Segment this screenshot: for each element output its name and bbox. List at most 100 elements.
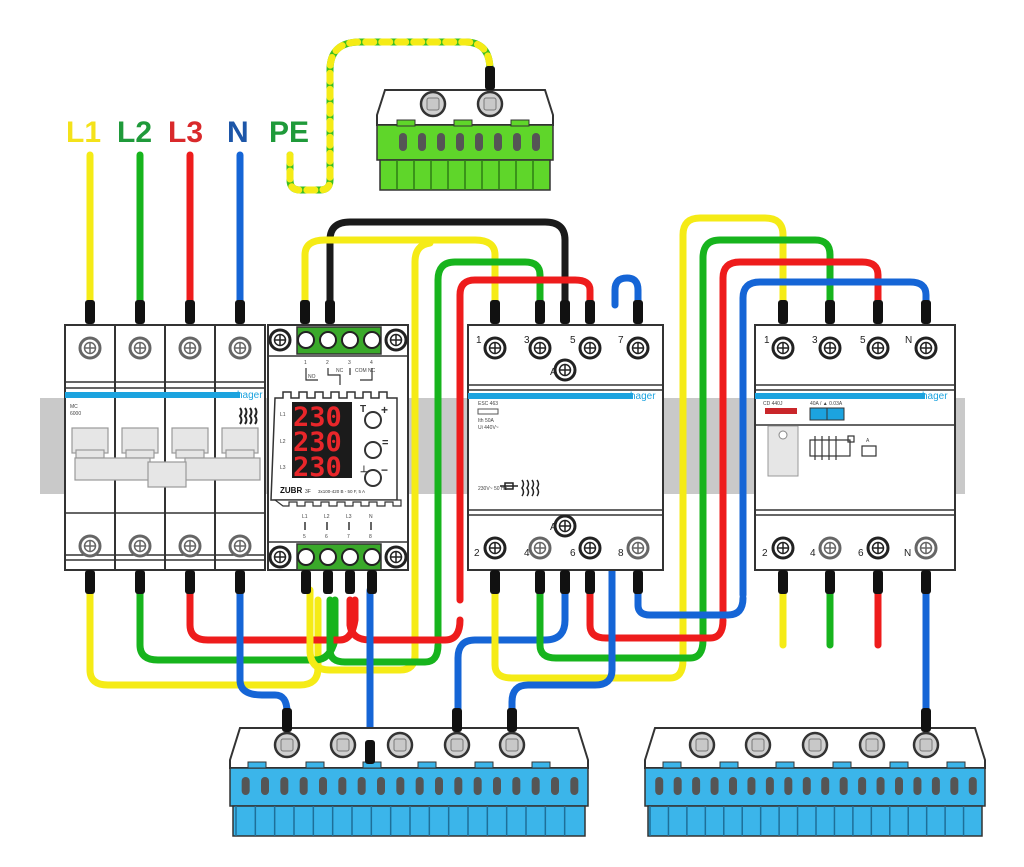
bus-slot <box>512 777 521 795</box>
svg-text:L2: L2 <box>324 514 330 520</box>
svg-text:Ui 440V~: Ui 440V~ <box>478 425 499 431</box>
bottom-ferrules <box>85 570 931 594</box>
wire-yellow-to-rcd <box>679 214 787 654</box>
bus-slot <box>241 777 250 795</box>
svg-text:2: 2 <box>474 548 480 559</box>
n-bus-left <box>229 708 589 837</box>
svg-text:T: T <box>360 404 366 415</box>
svg-text:2: 2 <box>762 548 768 559</box>
label-l1: L1 <box>66 116 101 149</box>
bus-slot <box>692 777 701 795</box>
label-l3: L3 <box>168 116 203 149</box>
wires <box>86 38 930 744</box>
relay-bottom-terminals <box>297 548 381 566</box>
svg-text:ESC 463: ESC 463 <box>478 401 498 407</box>
bus-slot <box>765 777 774 795</box>
svg-text:N: N <box>904 548 911 559</box>
wire-n-bottom <box>236 586 291 716</box>
wire-contactor-6-red <box>586 586 727 642</box>
relay-button-plus[interactable]: + T <box>360 403 388 429</box>
pe-bus-screw-1 <box>419 90 447 118</box>
voltage-relay[interactable]: 1 2 3 4 NO NC COM NC 230 230 230 L1 L2 L… <box>267 324 409 571</box>
bus-slot <box>551 777 559 795</box>
rcd[interactable]: hager CD 440J 40A / ▲ 0.03A A 1 3 5 N 2 … <box>754 324 956 571</box>
svg-text:+: + <box>381 403 388 417</box>
breaker-model-2: 6000 <box>70 411 81 417</box>
svg-text:L1: L1 <box>302 514 308 520</box>
breaker-brand: hager <box>237 390 263 401</box>
svg-text:CD 440J: CD 440J <box>763 401 783 407</box>
rcd-test-button[interactable] <box>778 430 788 440</box>
contactor-coil-label: 230V~ 50 Hz <box>478 486 508 492</box>
rcd-type-label: A <box>866 438 870 444</box>
bus-slot <box>415 777 424 795</box>
label-l2: L2 <box>117 116 152 149</box>
svg-text:N: N <box>369 514 373 520</box>
svg-text:4: 4 <box>370 360 373 366</box>
svg-text:4: 4 <box>810 548 816 559</box>
svg-text:L3: L3 <box>280 465 286 471</box>
wire-blue-to-n-bus <box>508 561 616 716</box>
svg-text:=: = <box>382 437 388 449</box>
bus-slot <box>493 777 501 795</box>
bus-slot <box>531 777 540 795</box>
svg-text:N: N <box>905 335 912 346</box>
svg-text:NO: NO <box>308 374 316 380</box>
svg-text:8: 8 <box>369 534 372 540</box>
bus-slot <box>876 777 885 795</box>
contactor-symbol-icon <box>500 479 540 497</box>
svg-text:5: 5 <box>860 335 866 346</box>
relay-button-equal[interactable]: = <box>364 437 388 459</box>
svg-text:7: 7 <box>347 534 350 540</box>
svg-text:8: 8 <box>618 548 624 559</box>
svg-text:6: 6 <box>325 534 328 540</box>
pe-bus <box>376 66 554 191</box>
bus-slot <box>784 777 793 795</box>
4-pole-switch-icon <box>238 407 258 425</box>
wire-contactor-2-yellow <box>491 586 687 682</box>
svg-text:6: 6 <box>570 548 576 559</box>
relay-display <box>292 402 352 478</box>
wire-green-jumper <box>434 258 544 644</box>
svg-text:5: 5 <box>570 335 576 346</box>
breaker-model-1: MC <box>70 404 78 410</box>
wire-contactor-4-blue <box>454 586 569 716</box>
svg-text:1: 1 <box>764 335 770 346</box>
label-pe: PE <box>269 116 309 149</box>
bus-slot <box>299 777 308 795</box>
svg-text:NC: NC <box>336 368 344 374</box>
svg-text:COM NC: COM NC <box>355 368 376 374</box>
bus-slot <box>802 777 811 795</box>
rcd-schematic-icon <box>809 435 877 460</box>
bus-slot <box>821 777 830 795</box>
wire-blue-to-rcd <box>739 278 930 599</box>
contactor-brand: hager <box>630 391 656 402</box>
svg-text:3F: 3F <box>305 489 311 495</box>
relay-button-minus[interactable]: − ⊥ <box>360 463 388 487</box>
contactor[interactable]: hager ESC 463 Ith 50A Ui 440V~ 230V~ 50 … <box>467 324 664 571</box>
wire-contactor-4-green <box>536 586 707 662</box>
bus-slot <box>655 777 664 795</box>
wire-yellow-jumper-top <box>301 236 499 309</box>
display-l3-value: 230 <box>293 452 342 483</box>
n-bus-right <box>644 708 986 837</box>
svg-text:L3: L3 <box>346 514 352 520</box>
svg-text:2: 2 <box>326 360 329 366</box>
bus-slot <box>280 777 289 795</box>
circuit-breaker-4p[interactable]: hager MC 6000 <box>64 324 266 571</box>
bus-slot <box>357 777 366 795</box>
bus-slot <box>435 777 443 795</box>
bus-slot <box>839 777 848 795</box>
pe-bus-screw-2 <box>476 90 504 118</box>
svg-text:40A / ▲ 0.03A: 40A / ▲ 0.03A <box>810 401 843 407</box>
wire-contactor-8-blue <box>634 586 747 619</box>
bus-slot <box>747 777 756 795</box>
relay-spec: 3x100-420 B - 50 F, 5 A <box>318 489 365 494</box>
svg-text:L1: L1 <box>280 412 286 418</box>
svg-text:3: 3 <box>348 360 351 366</box>
bus-slot <box>710 777 719 795</box>
wire-yellow-vertical <box>411 239 434 664</box>
wire-green-to-rcd <box>699 236 834 639</box>
bus-slot <box>858 777 867 795</box>
svg-text:Ith 50A: Ith 50A <box>478 418 495 424</box>
